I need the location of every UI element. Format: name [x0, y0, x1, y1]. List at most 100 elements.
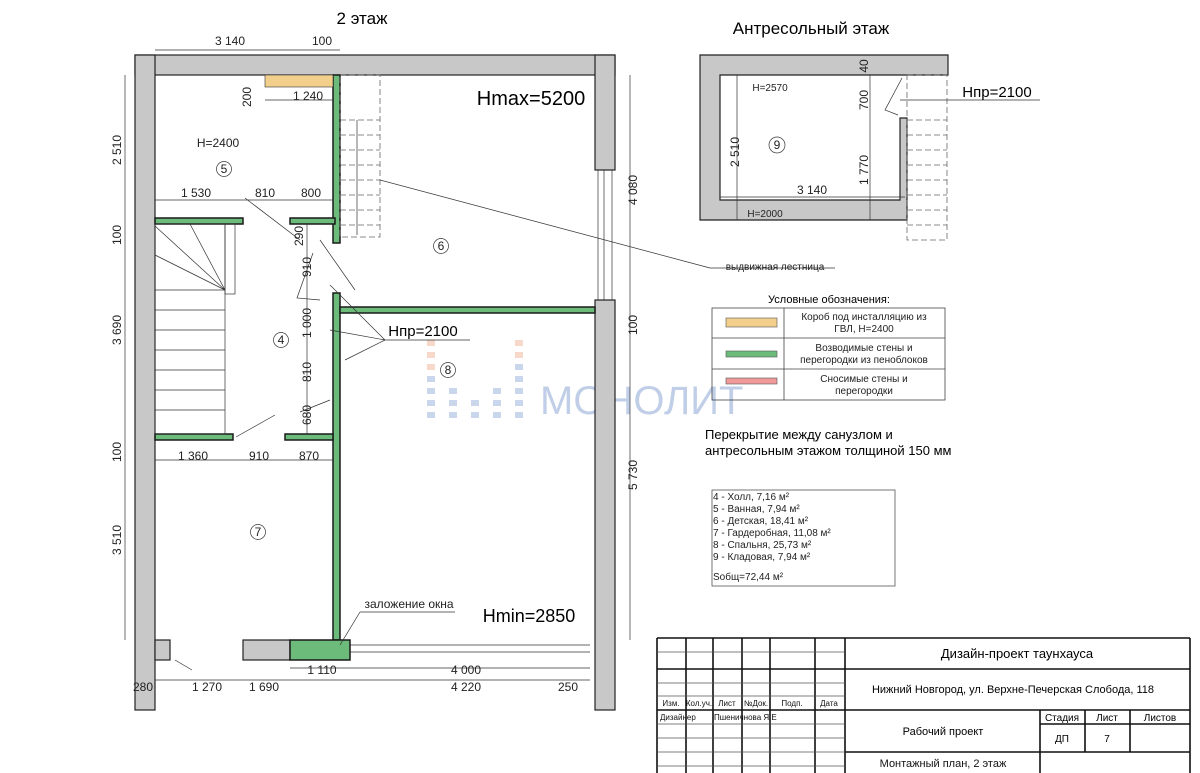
label-floor2-dims-26: 1 110: [307, 663, 336, 677]
mezz-hnp-label: Hпр=2100: [962, 84, 1031, 101]
label-floor2-dims-28: 4 220: [451, 680, 481, 694]
label-mezzanine-dims-1: 700: [857, 90, 871, 110]
label-floor2-dims-4: 2 510: [110, 135, 124, 165]
watermark-logo: МОНОЛИТ: [427, 340, 743, 423]
dimension-lines: [124, 49, 631, 681]
door-swings: [174, 197, 356, 671]
pull-down-ladder: [339, 74, 835, 269]
room-5: 5: [221, 162, 228, 176]
label-areas-total: Sобщ=72,44 м²: [713, 571, 784, 583]
label-mezzanine-dims-4: 3 140: [797, 183, 827, 197]
label-title_block-headers-0: Изм.: [662, 699, 679, 708]
room-6: 6: [438, 239, 445, 253]
slab-note-line2: антресольным этажом толщиной 150 мм: [705, 443, 952, 458]
label-floor2-dims-15: 1 360: [178, 449, 208, 463]
label-floor2-dims-1: 100: [312, 34, 332, 48]
label-floor2-dims-23: 280: [133, 680, 153, 694]
label-title_block-headers-4: Подп.: [781, 699, 802, 708]
label-mezzanine-dims-3: 1 770: [857, 155, 871, 185]
hmax-label: Hmax=5200: [477, 88, 585, 110]
bath-height: H=2400: [197, 136, 240, 150]
label-floor2-dims-11: 1 000: [300, 308, 314, 338]
legend-swatch-new-walls: [725, 350, 778, 358]
label-floor2-dims-27: 4 000: [451, 663, 481, 677]
label-areas-items-3: 7 - Гардеробная, 11,08 м²: [713, 527, 831, 539]
label-title_block-stage_label: Стадия: [1045, 713, 1079, 724]
watermark-text: МОНОЛИТ: [540, 379, 743, 423]
label-legend-items-1-label1: Возводимые стены и: [815, 343, 912, 354]
label-title_block-name: Пшеничнова Я.Е: [714, 713, 777, 722]
label-floor2-dims-22: 5 730: [626, 460, 640, 490]
label-title_block-headers-1: Кол.уч.: [686, 699, 712, 708]
mezzanine-plan: H=2570 H=2000 Hпр=2100 40 700 2 510 1 77…: [699, 54, 1040, 241]
label-floor2-dims-24: 1 270: [192, 680, 222, 694]
room-4: 4: [278, 333, 285, 347]
label-areas-items-4: 8 - Спальня, 25,73 м²: [713, 540, 812, 551]
label-legend-items-0-label2: ГВЛ, Н=2400: [834, 324, 894, 335]
label-floor2-dims-29: 250: [558, 680, 578, 694]
pull-down-ladder-label: выдвижная лестница: [726, 262, 825, 273]
hnp-leaders: [329, 284, 470, 361]
slab-note-line1: Перекрытие между санузлом и: [705, 427, 893, 442]
floor2-title: 2 этаж: [337, 9, 389, 28]
main-staircase: [154, 223, 236, 435]
label-floor2-dims-21: 100: [626, 315, 640, 335]
label-floor2-dims-2: 200: [240, 87, 254, 107]
label-floor2-dims-5: 1 530: [181, 186, 211, 200]
new-partitions: [154, 74, 596, 661]
room-markers: 4 5 6 7 8: [216, 161, 456, 540]
label-title_block-address: Нижний Новгород, ул. Верхне-Печерская Сл…: [872, 684, 1154, 696]
label-floor2-dims-14: 3 690: [110, 315, 124, 345]
label-title_block-role: Дизайнер: [660, 713, 696, 722]
floor2-labels: Hmax=5200 Hmin=2850 Hпр=2100 H=2400 зало…: [197, 88, 585, 646]
label-title_block-headers-3: №Док.: [744, 699, 768, 708]
room-8: 8: [445, 363, 452, 377]
label-floor2-dims-19: 3 510: [110, 525, 124, 555]
label-areas-items-0: 4 - Холл, 7,16 м²: [713, 492, 790, 503]
label-title_block-stage_title: Рабочий проект: [903, 726, 984, 738]
label-floor2-dims-3: 1 240: [293, 89, 323, 103]
label-title_block-sheet: 7: [1104, 734, 1110, 745]
label-floor2-dims-0: 3 140: [215, 34, 245, 48]
window-fill-label: заложение окна: [364, 597, 453, 611]
drawing-title: Монтажный план, 2 этаж: [880, 758, 1007, 770]
label-floor2-dims-9: 290: [292, 226, 306, 246]
room-7: 7: [255, 525, 262, 539]
legend: Условные обозначения: Короб под инсталля…: [711, 294, 946, 401]
label-legend-items-2-label1: Сносимые стены и: [820, 374, 907, 385]
window-fill-block: [289, 639, 351, 661]
label-floor2-dims-10: 910: [300, 257, 314, 277]
label-floor2-dims-6: 810: [255, 186, 275, 200]
hmin-label: Hmin=2850: [483, 606, 576, 626]
label-legend-items-1-label2: перегородки из пеноблоков: [800, 354, 928, 366]
legend-swatch-demolished: [725, 377, 778, 385]
legend-title: Условные обозначения:: [768, 294, 890, 306]
label-floor2-dims-13: 680: [300, 405, 314, 425]
label-title_block-sheet_label: Лист: [1096, 713, 1118, 724]
label-title_block-headers-2: Лист: [718, 699, 736, 708]
hnp-label: Hпр=2100: [388, 323, 457, 340]
label-mezzanine-dims-2: 2 510: [728, 137, 742, 167]
label-areas-items-2: 6 - Детская, 18,41 м²: [713, 516, 809, 527]
label-legend-items-2-label2: перегородки: [835, 386, 893, 397]
label-floor2-dims-18: 100: [110, 442, 124, 462]
label-title_block-stage: ДП: [1055, 734, 1069, 745]
label-areas-items-5: 9 - Кладовая, 7,94 м²: [713, 552, 811, 563]
legend-swatch-box: [725, 317, 778, 328]
label-mezzanine-dims-0: 40: [857, 59, 871, 73]
label-floor2-dims-7: 800: [301, 186, 321, 200]
label-floor2-dims-12: 810: [300, 362, 314, 382]
area-list: 4 - Холл, 7,16 м² 5 - Ванная, 7,94 м² 6 …: [711, 489, 896, 587]
label-floor2-dims-17: 870: [299, 449, 319, 463]
label-floor2-dims-25: 1 690: [249, 680, 279, 694]
label-areas-items-1: 5 - Ванная, 7,94 м²: [713, 504, 800, 515]
label-legend-items-0-label1: Короб под инсталляцию из: [801, 311, 927, 323]
room-9: 9: [774, 138, 781, 152]
floor2-dimensions: 3 140 100 200 1 240 2 510 1 530 810 800 …: [110, 34, 640, 694]
mezzanine-title: Антресольный этаж: [733, 19, 890, 38]
label-floor2-dims-8: 100: [110, 225, 124, 245]
label-title_block-headers-5: Дата: [820, 699, 838, 708]
label-floor2-dims-20: 4 080: [626, 175, 640, 205]
installation-box: [264, 74, 334, 88]
